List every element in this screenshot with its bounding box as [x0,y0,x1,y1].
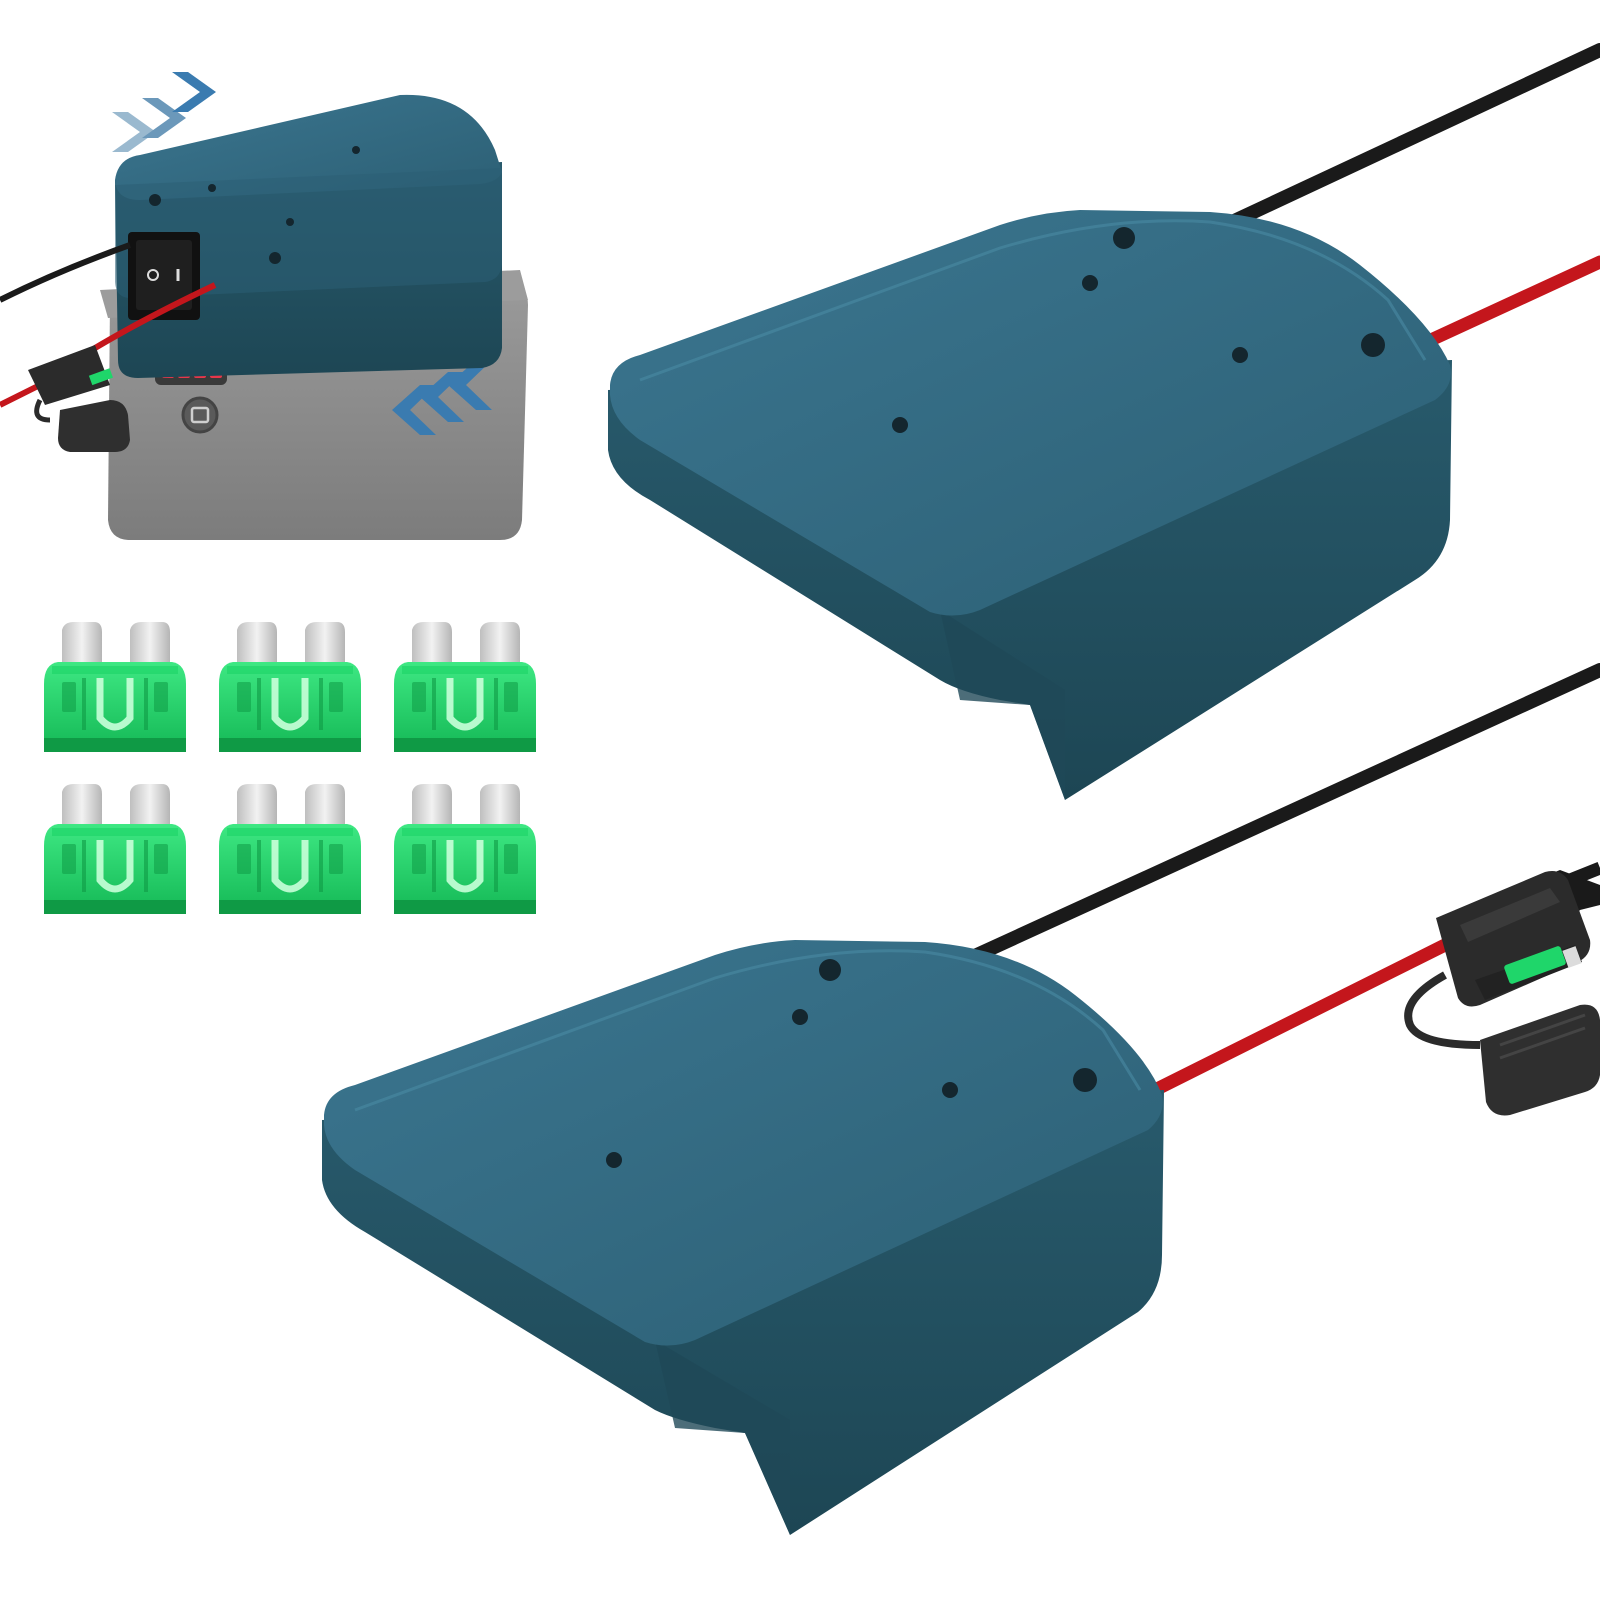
mount-hole [606,1152,622,1168]
inline-fuse-holder [1404,870,1600,1116]
battery-check-button-icon [181,396,219,434]
fuse-icon [219,622,361,752]
fuse-icon [1504,946,1582,984]
mount-hole [1113,227,1135,249]
mount-hole [1232,347,1248,363]
mount-hole [1361,333,1385,357]
adapter-2-black-wire [948,663,1600,972]
fuse-icon [394,784,536,914]
mount-hole [942,1082,958,1098]
mount-hole [819,959,841,981]
mount-hole [792,1009,808,1025]
adapter-2 [322,663,1600,1535]
adapter-1-black-wire [1208,43,1600,237]
mounted-fuse-holder [28,345,130,452]
adapter-1 [608,43,1600,800]
fuse-icon [44,622,186,752]
chevron-left-icon [392,360,492,435]
mount-hole [1082,275,1098,291]
adapter-2-top [324,940,1163,1346]
fuse-holder-cap [1480,1004,1600,1116]
fuse-icon [219,784,361,914]
mount-hole [1073,1068,1097,1092]
fuse-holder-strap [1404,971,1481,1049]
mounted-adapter-on-battery [0,72,528,540]
fuse-icon [394,622,536,752]
adapter-1-red-wire [1413,255,1600,352]
chevron-right-icon [112,72,216,152]
adapter-1-top [610,210,1451,616]
mounted-black-wire [0,242,132,303]
fuse-grid [44,622,536,914]
fuse-icon [44,784,186,914]
adapter-2-red-wire [1148,938,1452,1097]
mount-hole [892,417,908,433]
